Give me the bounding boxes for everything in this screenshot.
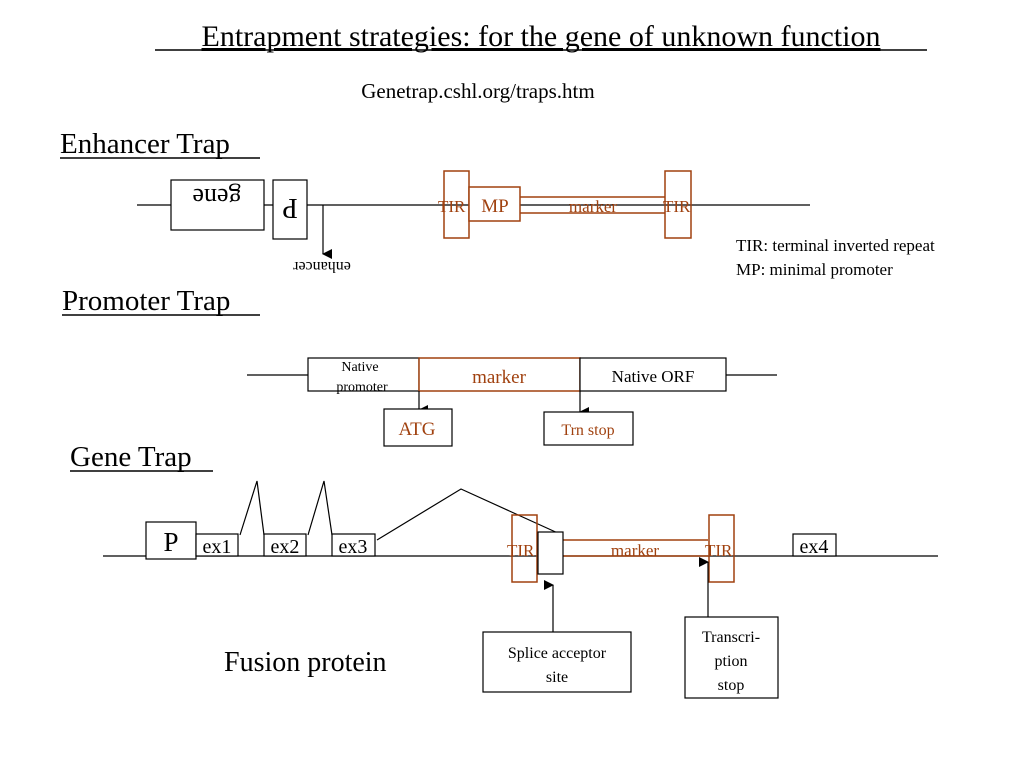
splice-line-1 <box>239 480 265 536</box>
atg-box <box>383 408 453 447</box>
enhancer-tir-right-label: TIR <box>663 197 691 216</box>
transcription-stop-label-1: Transcri- <box>702 629 760 646</box>
enhancer-tir-left-label: TIR <box>438 197 466 216</box>
trn-stop-label: Trn stop <box>561 422 614 439</box>
native-promoter-label-1: Native <box>341 360 378 375</box>
splice-line-3 <box>376 488 561 541</box>
enhancer-trap-heading: Enhancer Trap <box>60 128 230 160</box>
gene-trap-tir-right-label: TIR <box>705 541 733 560</box>
native-promoter-label-2: promoter <box>336 380 388 395</box>
promoter-marker-box <box>418 357 581 392</box>
exon2-label: ex2 <box>271 536 300 558</box>
native-orf-box <box>579 357 727 392</box>
trn-stop-box <box>543 411 634 446</box>
gene-trap-tir-right-box <box>708 514 735 583</box>
legend-mp: MP: minimal promoter <box>736 260 893 279</box>
splice-acceptor-label-2: site <box>546 669 568 686</box>
gene-trap-promoter-label: P <box>163 527 178 557</box>
splice-acceptor-box <box>537 531 564 575</box>
exon3-label: ex3 <box>339 536 368 558</box>
gene-trap-tir-left-label: TIR <box>507 541 535 560</box>
enhancer-tir-right-box <box>664 170 692 239</box>
transcription-stop-label-2: ption <box>715 653 748 670</box>
exon4-label: ex4 <box>800 536 829 558</box>
gene-trap-promoter-box <box>145 521 197 560</box>
enhancer-label: enhancer <box>292 258 350 275</box>
enhancer-mp-box <box>468 186 521 222</box>
gene-box <box>170 179 265 231</box>
exon1-box <box>195 533 239 557</box>
gene-trap-marker-label: marker <box>611 541 659 560</box>
enhancer-promoter-label: P <box>282 192 298 223</box>
enhancer-promoter-box <box>272 179 308 240</box>
page-title: Entrapment strategies: for the gene of u… <box>202 20 881 53</box>
splice-acceptor-label-box <box>482 631 632 693</box>
exon3-box <box>331 533 376 557</box>
transcription-stop-label-3: stop <box>718 677 745 694</box>
transcription-stop-box <box>684 616 779 699</box>
gene-trap-heading: Gene Trap <box>70 441 192 473</box>
exon4-box <box>792 533 837 557</box>
native-promoter-box <box>307 357 420 392</box>
gene-label: gene <box>192 183 241 212</box>
promoter-marker-label: marker <box>472 367 526 388</box>
source-url: Genetrap.cshl.org/traps.htm <box>361 79 594 103</box>
enhancer-marker-label: marker <box>569 197 617 216</box>
atg-label: ATG <box>399 419 436 440</box>
promoter-trap-heading: Promoter Trap <box>62 285 230 317</box>
splice-line-2 <box>307 480 333 536</box>
gene-trap-tir-left-box <box>511 514 538 583</box>
splice-acceptor-label-1: Splice acceptor <box>508 645 607 662</box>
exon1-label: ex1 <box>203 536 232 558</box>
enhancer-mp-label: MP <box>481 196 508 217</box>
fusion-protein-label: Fusion protein <box>224 647 387 678</box>
legend-tir: TIR: terminal inverted repeat <box>736 236 935 255</box>
native-orf-label: Native ORF <box>612 367 695 386</box>
exon2-box <box>263 533 307 557</box>
